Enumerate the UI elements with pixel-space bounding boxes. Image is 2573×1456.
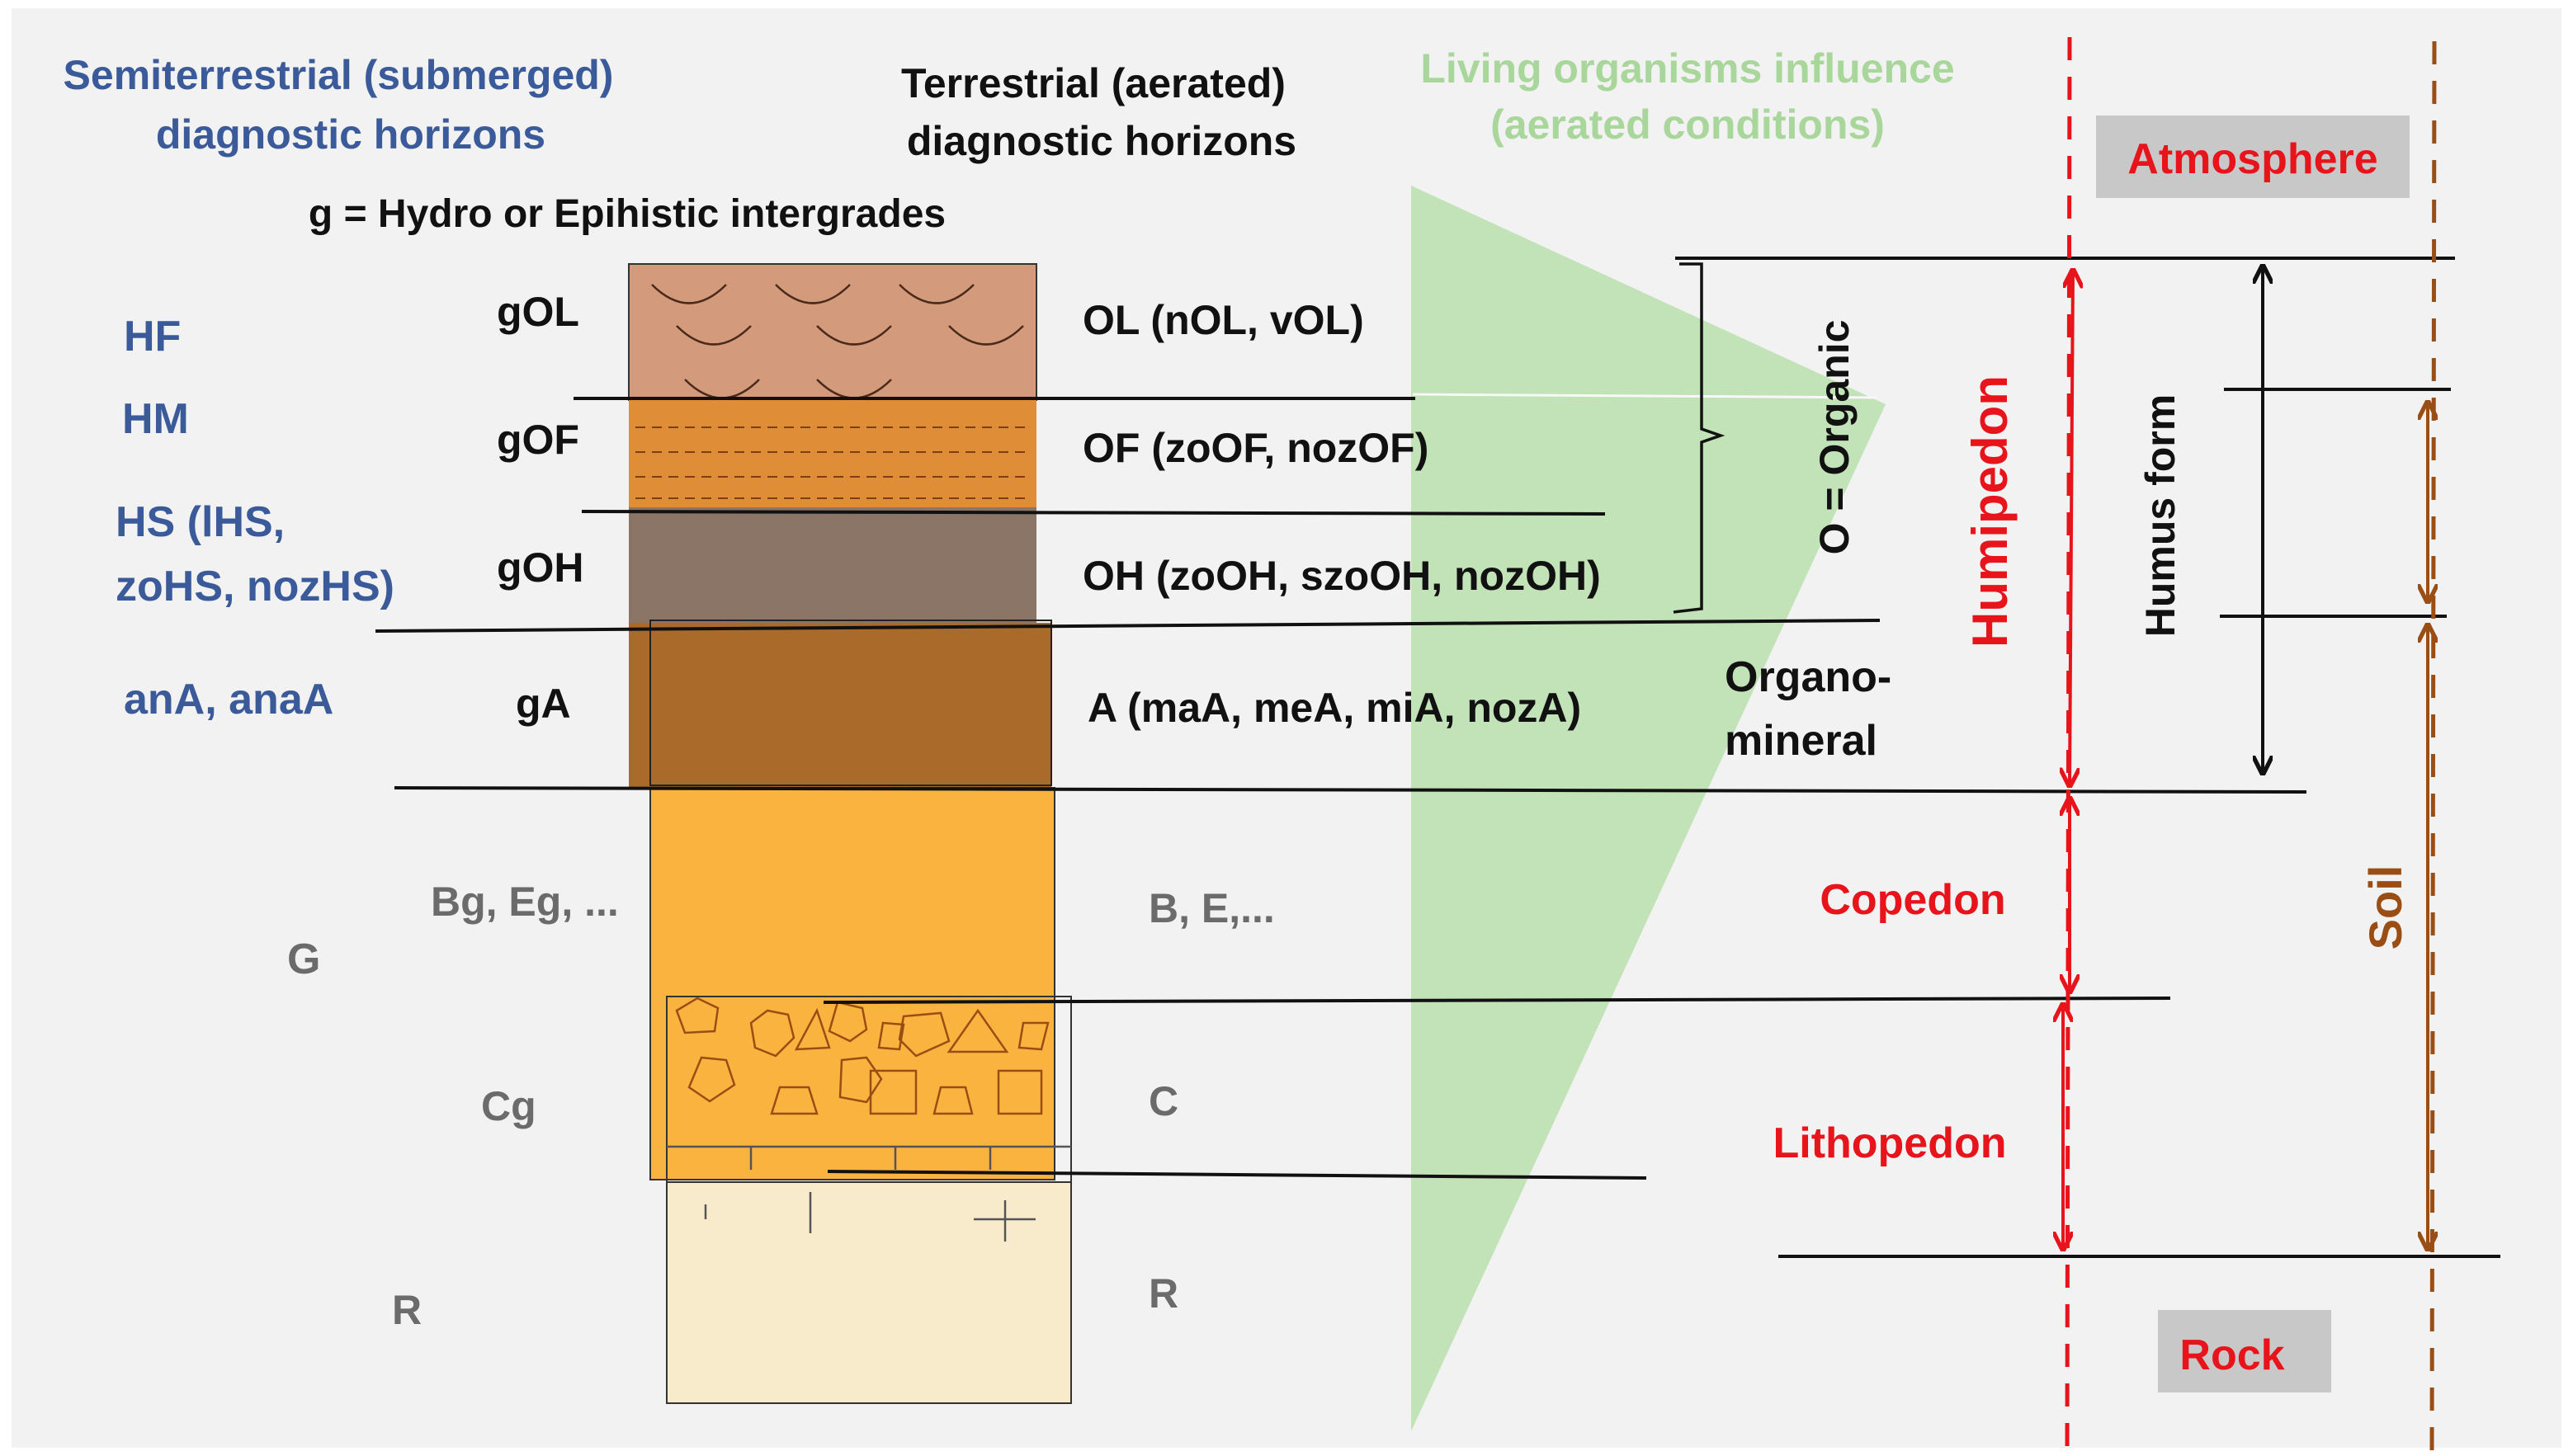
oh-a-boundary xyxy=(375,619,1881,633)
pedon-labels: Humipedon Copedon Lithopedon Humus form … xyxy=(1773,375,2411,1167)
organic-brace xyxy=(1673,262,1726,614)
box-labels: Atmosphere Rock xyxy=(2127,135,2377,1379)
terrestrial-header-line2: diagnostic horizons xyxy=(907,118,1296,164)
living-organisms-influence-wedge xyxy=(1411,186,1886,1431)
label-hm: HM xyxy=(122,395,189,443)
label-organic: O = Organic xyxy=(1811,320,1858,555)
terrestrial-horizon-labels: OL (nOL, vOL) OF (zoOF, nozOF) OH (zoOH,… xyxy=(1083,297,1601,1317)
g-horizon-labels: gOL gOF gOH gA Bg, Eg, ... Cg R xyxy=(392,289,619,1333)
be-c-layer xyxy=(649,787,1055,1180)
of-fragment-pattern xyxy=(635,426,1032,499)
semiterrestrial-horizon-labels: HF HM HS (lHS, zoHS, nozHS) anA, anaA G xyxy=(116,313,394,983)
label-gol: gOL xyxy=(497,289,579,335)
b-c-boundary xyxy=(823,997,2171,1004)
horizon-boundary-lines xyxy=(375,257,2500,1258)
label-atmosphere: Atmosphere xyxy=(2127,135,2377,183)
header-texts: Semiterrestrial (submerged) diagnostic h… xyxy=(64,45,1955,236)
diagram-background xyxy=(12,8,2561,1448)
label-r-semiterrestrial: R xyxy=(392,1287,422,1333)
label-humipedon: Humipedon xyxy=(1962,375,2018,648)
r-layer-fracture-pattern xyxy=(667,1145,1071,1242)
label-soil: Soil xyxy=(2359,865,2411,950)
label-rock: Rock xyxy=(2179,1331,2284,1379)
label-bg-eg: Bg, Eg, ... xyxy=(431,879,619,925)
label-r-terrestrial: R xyxy=(1149,1270,1178,1317)
label-copedon: Copedon xyxy=(1820,876,2005,924)
label-humus-form: Humus form xyxy=(2137,394,2184,637)
ol-leaf-pattern xyxy=(651,284,1024,399)
label-organo-line2: mineral xyxy=(1725,717,1877,765)
label-ol: OL (nOL, vOL) xyxy=(1083,297,1364,343)
a-layer-outline xyxy=(649,620,1052,786)
group-labels: O = Organic Organo- mineral xyxy=(1725,320,1891,765)
semiterrestrial-header-line1: Semiterrestrial (submerged) xyxy=(64,52,614,98)
atmosphere-box xyxy=(2096,115,2410,198)
label-gof: gOF xyxy=(497,417,579,463)
ol-of-boundary-light xyxy=(1412,393,1878,399)
label-hf: HF xyxy=(124,313,181,360)
terrestrial-header-line1: Terrestrial (aerated) xyxy=(901,60,1286,106)
living-organisms-header-line2: (aerated conditions) xyxy=(1490,101,1885,148)
of-layer xyxy=(629,400,1036,507)
oh-layer xyxy=(629,507,1036,623)
rock-box xyxy=(2158,1310,2331,1392)
label-of: OF (zoOF, nozOF) xyxy=(1083,425,1428,471)
of-oh-boundary xyxy=(581,510,1606,516)
soil-profile-column xyxy=(628,263,1072,1404)
label-hs-line1: HS (lHS, xyxy=(116,498,285,546)
label-ana: anA, anaA xyxy=(124,676,333,723)
label-g: G xyxy=(287,935,320,983)
label-c: C xyxy=(1149,1078,1178,1124)
label-lithopedon: Lithopedon xyxy=(1773,1119,2006,1167)
a-layer xyxy=(629,623,1051,788)
label-goh: gOH xyxy=(497,544,584,591)
label-oh: OH (zoOH, szoOH, nozOH) xyxy=(1083,553,1601,599)
ol-layer xyxy=(628,263,1037,401)
label-cg: Cg xyxy=(481,1083,536,1129)
c-r-boundary xyxy=(827,1170,1647,1180)
semiterrestrial-header-line2: diagnostic horizons xyxy=(156,111,545,158)
living-organisms-header-line1: Living organisms influence xyxy=(1420,45,1954,92)
label-a: A (maA, meA, miA, nozA) xyxy=(1088,685,1581,731)
r-layer xyxy=(666,1181,1072,1404)
a-b-boundary xyxy=(394,786,2307,794)
g-intergrade-note: g = Hydro or Epihistic intergrades xyxy=(309,192,946,236)
c-layer-stone-pattern xyxy=(675,997,1050,1115)
label-ga: gA xyxy=(516,681,571,727)
label-hs-line2: zoHS, nozHS) xyxy=(116,563,394,610)
humipedon-arrow xyxy=(2070,272,2073,784)
label-organo-line1: Organo- xyxy=(1725,653,1891,701)
label-be: B, E,... xyxy=(1149,885,1275,931)
